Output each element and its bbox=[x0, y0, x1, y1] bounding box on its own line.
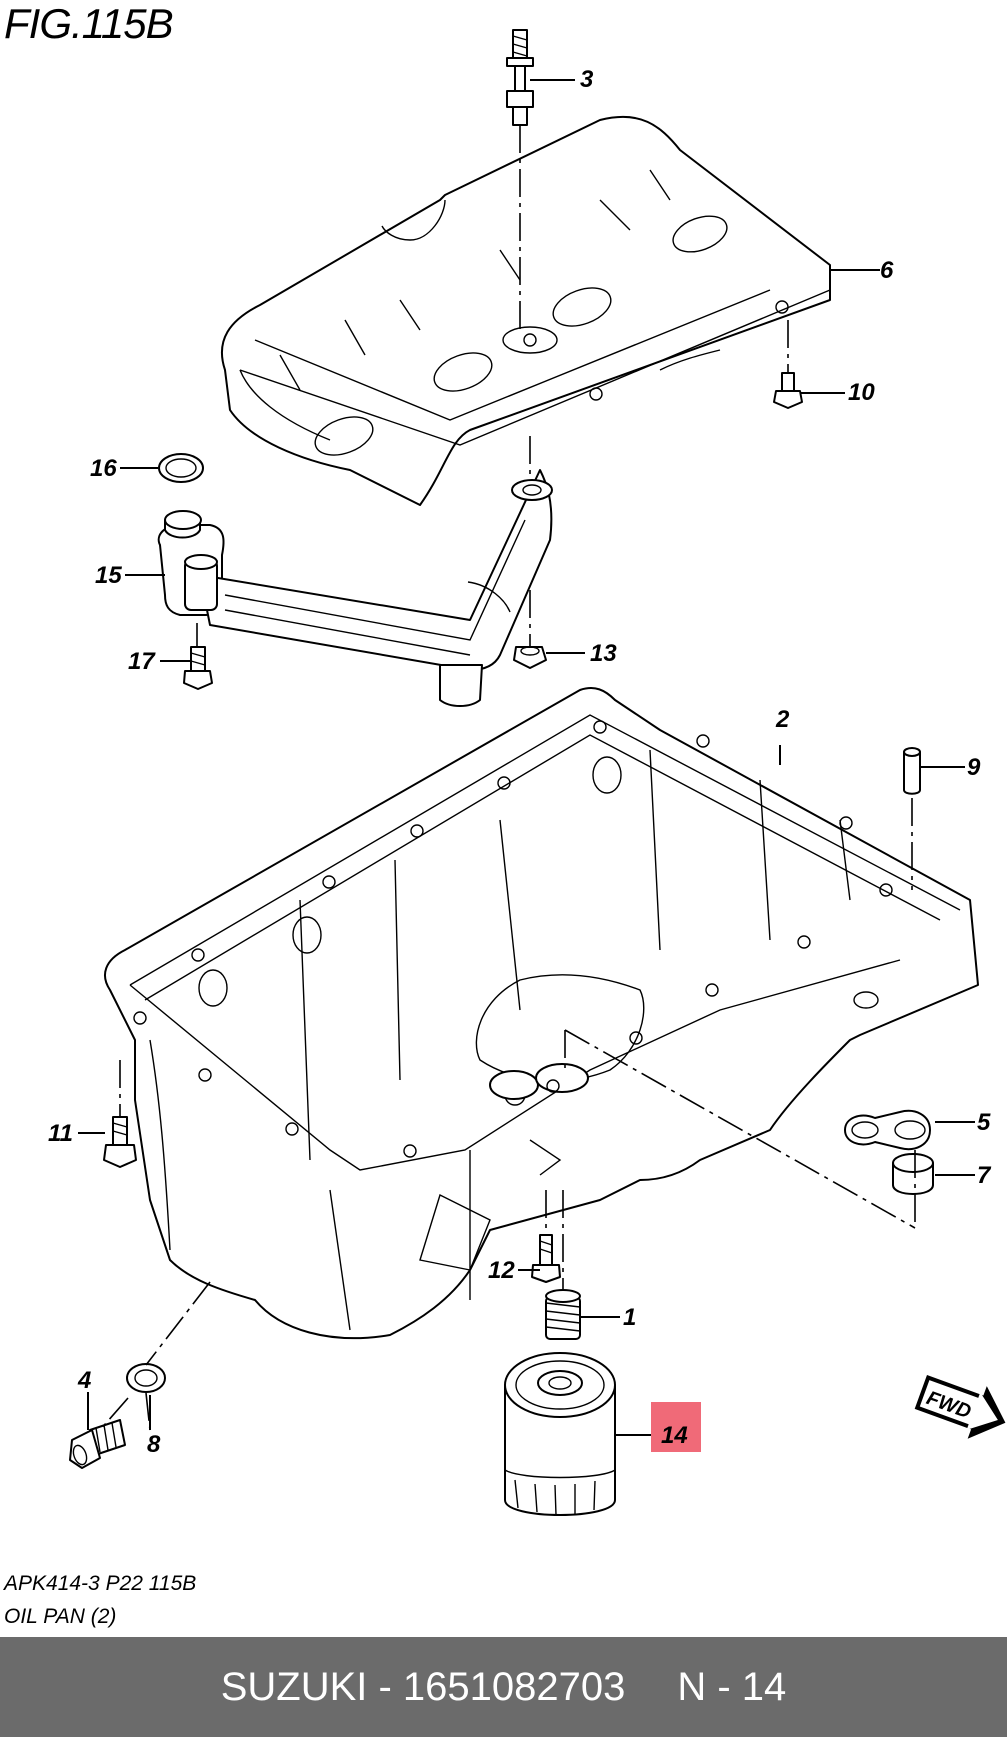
footer-position: N - 14 bbox=[677, 1664, 787, 1709]
callout-13: 13 bbox=[590, 640, 617, 667]
nut-13 bbox=[513, 646, 547, 669]
callout-10: 10 bbox=[848, 379, 875, 406]
oil-filter-14 bbox=[504, 1352, 616, 1516]
footer-bar: SUZUKI - 1651082703 N - 14 bbox=[0, 1637, 1007, 1737]
gasket-5 bbox=[844, 1110, 931, 1150]
drain-plug-4 bbox=[69, 1419, 126, 1469]
callout-1: 1 bbox=[623, 1304, 636, 1331]
union-bolt-1 bbox=[545, 1289, 581, 1340]
bolt-17 bbox=[183, 646, 213, 690]
baffle-plate bbox=[220, 115, 831, 506]
callout-2: 2 bbox=[775, 706, 790, 733]
callout-11: 11 bbox=[48, 1120, 73, 1147]
callout-8: 8 bbox=[147, 1431, 161, 1458]
diagram-code: APK414-3 P22 115B bbox=[4, 1572, 197, 1595]
leader-lines bbox=[78, 79, 975, 1436]
dowel-pin-9 bbox=[903, 747, 921, 795]
drain-gasket-8 bbox=[126, 1363, 166, 1393]
fwd-arrow-icon: FWD bbox=[914, 1375, 1006, 1439]
bolt-3 bbox=[506, 29, 534, 126]
callout-4: 4 bbox=[77, 1367, 91, 1394]
callout-15: 15 bbox=[95, 562, 122, 589]
callout-17: 17 bbox=[128, 648, 156, 675]
figure-title: FIG.115B bbox=[4, 0, 174, 47]
callout-5: 5 bbox=[977, 1109, 991, 1136]
sleeve-7 bbox=[892, 1153, 934, 1195]
diagram-name: OIL PAN (2) bbox=[4, 1605, 117, 1628]
callout-7: 7 bbox=[977, 1162, 992, 1189]
centerlines bbox=[99, 125, 916, 1431]
callout-12: 12 bbox=[488, 1257, 515, 1284]
callout-16: 16 bbox=[90, 455, 117, 482]
bolt-12 bbox=[531, 1234, 561, 1283]
bolt-11 bbox=[103, 1116, 137, 1168]
highlight-box-14 bbox=[651, 1402, 701, 1452]
callout-14: 14 bbox=[661, 1422, 688, 1449]
callout-3: 3 bbox=[580, 66, 594, 93]
oil-pan bbox=[104, 687, 979, 1340]
strainer-neck bbox=[164, 510, 202, 539]
strainer-o-ring bbox=[158, 453, 204, 483]
footer-part-number: SUZUKI - 1651082703 bbox=[220, 1664, 626, 1709]
callout-9: 9 bbox=[967, 754, 981, 781]
bolt-10 bbox=[773, 372, 803, 409]
oil-strainer bbox=[157, 469, 553, 707]
callout-6: 6 bbox=[880, 257, 894, 284]
